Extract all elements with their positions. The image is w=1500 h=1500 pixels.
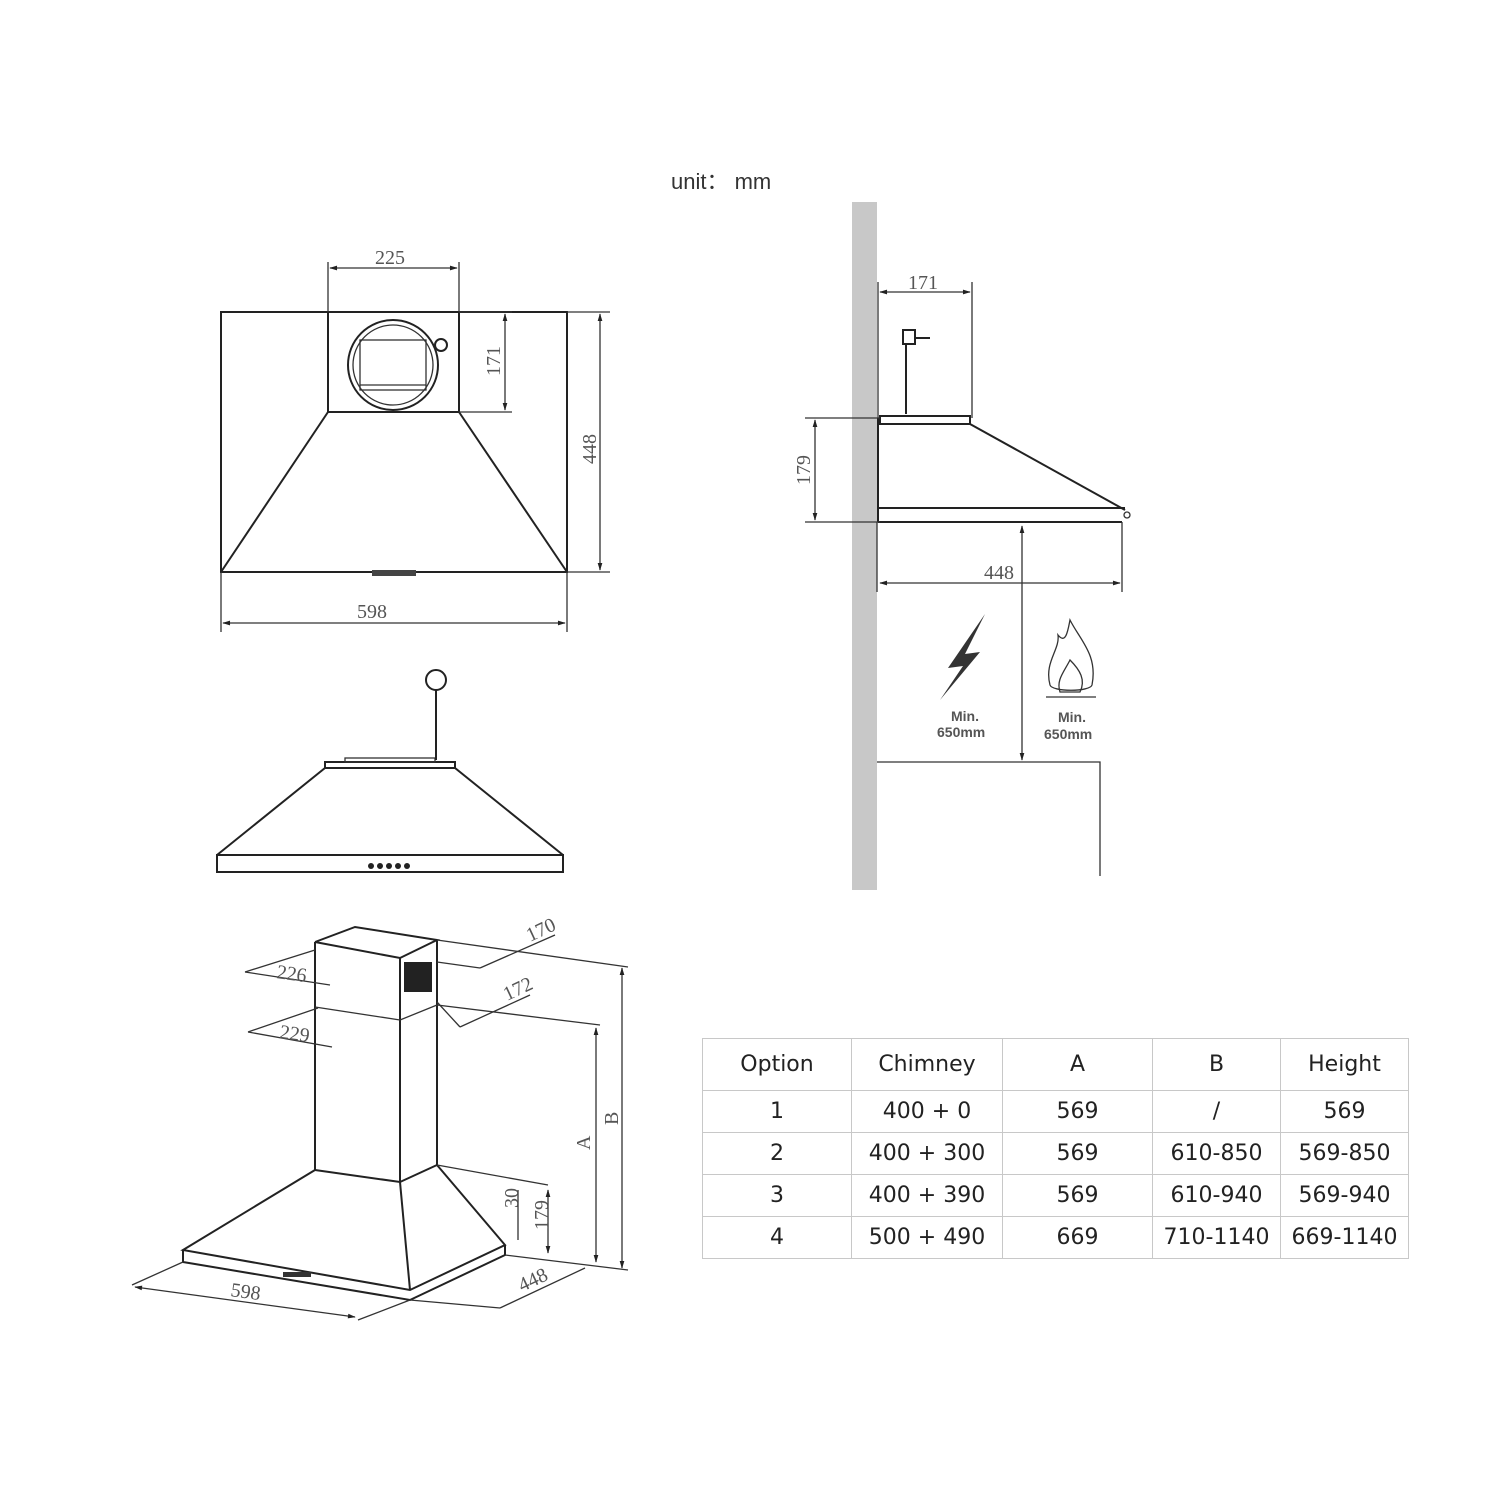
cell: 400 + 0 <box>851 1090 1003 1133</box>
dim-179-iso: 179 <box>531 1200 553 1230</box>
cell: 710-1140 <box>1152 1216 1281 1259</box>
cell: 569-940 <box>1280 1174 1409 1217</box>
dim-598-iso: 598 <box>229 1279 262 1305</box>
electric-distance-label: 650mm <box>937 724 985 740</box>
gas-min-label: Min. <box>1058 709 1086 725</box>
header-chimney: Chimney <box>851 1038 1003 1091</box>
wall <box>852 202 877 890</box>
dim-448-iso: 448 <box>515 1264 551 1297</box>
cell: 2 <box>702 1132 852 1175</box>
dim-179-side: 179 <box>793 455 815 485</box>
isometric-view: 226 229 170 172 B A 179 30 448 598 <box>131 914 629 1321</box>
dim-225: 225 <box>375 247 405 269</box>
cell: 610-850 <box>1152 1132 1281 1175</box>
dim-172: 172 <box>500 973 536 1006</box>
cell: 569-850 <box>1280 1132 1409 1175</box>
fan-motor-icon <box>347 319 448 411</box>
cell: 669 <box>1002 1216 1153 1259</box>
header-option: Option <box>702 1038 852 1091</box>
cell: 569 <box>1002 1174 1153 1217</box>
dim-448: 448 <box>579 434 601 464</box>
electric-lightning-icon <box>940 614 985 700</box>
dim-B: B <box>601 1112 623 1125</box>
cell: 569 <box>1280 1090 1409 1133</box>
header-b: B <box>1152 1038 1281 1091</box>
cell: / <box>1152 1090 1281 1133</box>
electric-min-label: Min. <box>951 708 979 724</box>
cell: 3 <box>702 1174 852 1217</box>
hood-front-elevation <box>216 669 564 873</box>
dim-170: 170 <box>523 914 559 947</box>
dim-448-side: 448 <box>984 562 1014 584</box>
plug-icon <box>902 329 930 414</box>
dim-171-side: 171 <box>908 272 938 294</box>
control-buttons <box>372 570 416 576</box>
header-a: A <box>1002 1038 1153 1091</box>
unit-label: unit： mm <box>671 169 771 194</box>
cell: 400 + 300 <box>851 1132 1003 1175</box>
cell: 500 + 490 <box>851 1216 1003 1259</box>
table-header-row: Option Chimney A B Height <box>702 1038 1409 1091</box>
cell: 569 <box>1002 1090 1153 1133</box>
cell: 669-1140 <box>1280 1216 1409 1259</box>
plug-icon <box>425 669 447 691</box>
dim-A: A <box>573 1135 595 1150</box>
cell: 1 <box>702 1090 852 1133</box>
cell: 569 <box>1002 1132 1153 1175</box>
cell: 4 <box>702 1216 852 1259</box>
dim-171: 171 <box>483 346 505 376</box>
cell: 400 + 390 <box>851 1174 1003 1217</box>
cell: 610-940 <box>1152 1174 1281 1217</box>
dim-30: 30 <box>501 1188 523 1208</box>
dim-226: 226 <box>275 961 308 987</box>
header-height: Height <box>1280 1038 1409 1091</box>
front-view: 225 171 448 598 <box>220 247 610 632</box>
dim-229: 229 <box>278 1021 311 1047</box>
gas-distance-label: 650mm <box>1044 726 1092 742</box>
gas-flame-icon <box>1046 618 1096 698</box>
control-buttons <box>368 863 410 869</box>
side-view: 171 179 448 Min. 650mm Min. 650mm <box>793 202 1131 890</box>
dim-598: 598 <box>357 601 387 623</box>
cooktop-counter <box>877 761 1101 876</box>
